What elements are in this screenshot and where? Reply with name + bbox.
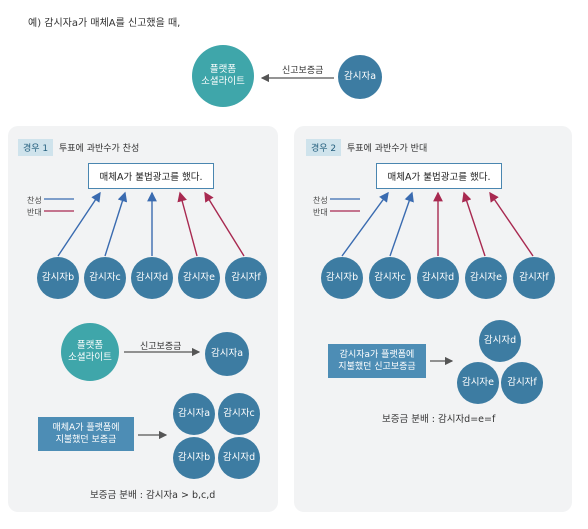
case1-legend-yes: 찬성 [27, 196, 42, 205]
case1-voter-e: 감시자e [178, 257, 220, 299]
case1-distribution-note: 보증금 분배 : 감시자a > b,c,d [90, 490, 216, 501]
case1-title: 투표에 과반수가 찬성 [59, 144, 140, 154]
case2-distribution-note: 보증금 분배 : 감시자d=e=f [382, 414, 496, 425]
case2-voter-e: 감시자e [465, 257, 507, 299]
case1-deposit-box: 매체A가 플랫폼에 지불했던 보증금 [38, 417, 134, 451]
case2-title: 투표에 과반수가 반대 [347, 144, 428, 154]
case2-receiver-e: 감시자e [457, 362, 499, 404]
case2-voter-f: 감시자f [513, 257, 555, 299]
case1-deposit-arrow-label: 신고보증금 [140, 342, 182, 352]
case2-panel [294, 126, 572, 512]
case1-voter-f: 감시자f [225, 257, 267, 299]
case2-voter-d: 감시자d [417, 257, 459, 299]
case1-claim-box: 매체A가 불법광고를 했다. [88, 163, 214, 189]
deposit-arrow-label-top: 신고보증금 [282, 66, 324, 76]
case2-tag: 경우 2 [306, 139, 342, 156]
case2-receiver-d: 감시자d [479, 320, 521, 362]
case1-receiver-d: 감시자d [218, 437, 260, 479]
case1-recipient-a: 감시자a [205, 332, 249, 376]
case1-voter-d: 감시자d [131, 257, 173, 299]
case2-voter-c: 감시자c [369, 257, 411, 299]
case1-platform-circle: 플랫폼 소셜라이트 [61, 323, 119, 381]
case1-tag: 경우 1 [18, 139, 54, 156]
case2-legend-yes: 찬성 [313, 196, 328, 205]
case1-receiver-b: 감시자b [173, 437, 215, 479]
case1-voter-b: 감시자b [37, 257, 79, 299]
case2-legend-no: 반대 [313, 208, 328, 217]
case2-voter-b: 감시자b [321, 257, 363, 299]
case1-legend-no: 반대 [27, 208, 42, 217]
case2-deposit-box: 감시자a가 플랫폼에 지불했던 신고보증금 [328, 344, 426, 378]
intro-text: 예) 감시자a가 매체A를 신고했을 때, [28, 18, 181, 29]
case1-receiver-a: 감시자a [173, 393, 215, 435]
case2-claim-box: 매체A가 불법광고를 했다. [376, 163, 502, 189]
reporter-a-circle-top: 감시자a [338, 55, 382, 99]
case1-receiver-c: 감시자c [218, 393, 260, 435]
case2-receiver-f: 감시자f [501, 362, 543, 404]
case1-voter-c: 감시자c [84, 257, 126, 299]
platform-circle-top: 플랫폼 소셜라이트 [192, 45, 254, 107]
